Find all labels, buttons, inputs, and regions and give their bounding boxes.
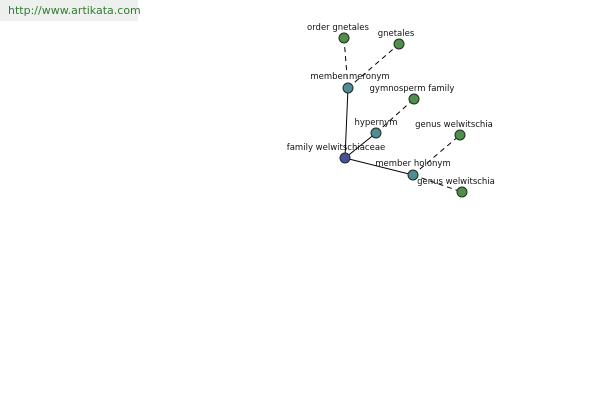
site-url[interactable]: http://www.artikata.com [0, 0, 141, 21]
node-order[interactable] [338, 32, 350, 44]
node-label-order[interactable]: order gnetales [307, 23, 370, 33]
node-gnetales[interactable] [393, 38, 405, 50]
node-gymno[interactable] [408, 93, 420, 105]
node-label-genus1[interactable]: genus welwitschia [415, 120, 493, 130]
edge-family-meronym [344, 87, 349, 159]
edge-family-holonym [344, 157, 414, 176]
graph-edges [343, 37, 463, 193]
node-label-family[interactable]: family welwitschiaceae [287, 143, 386, 153]
edge-holonym-genus1 [412, 134, 461, 176]
graph-labels: family welwitschiaceae member meronym hype… [287, 23, 495, 187]
node-label-hypernym[interactable]: hypernym [354, 118, 397, 128]
node-label-genus2[interactable]: genus welwitschia [417, 177, 495, 187]
node-genus2[interactable] [456, 186, 468, 198]
node-label-meronym[interactable]: member meronym [310, 72, 389, 82]
node-label-gnetales[interactable]: gnetales [378, 29, 415, 39]
node-genus1[interactable] [454, 129, 466, 141]
node-family[interactable] [339, 152, 351, 164]
graph-nodes [338, 32, 468, 198]
node-label-holonym[interactable]: member holonym [375, 159, 450, 169]
node-meronym[interactable] [342, 82, 354, 94]
edge-family-hypernym [344, 132, 377, 159]
node-label-gymno[interactable]: gymnosperm family [370, 84, 455, 94]
node-hypernym[interactable] [370, 127, 382, 139]
node-holonym[interactable] [407, 169, 419, 181]
edge-meronym-gnetales [347, 43, 400, 89]
